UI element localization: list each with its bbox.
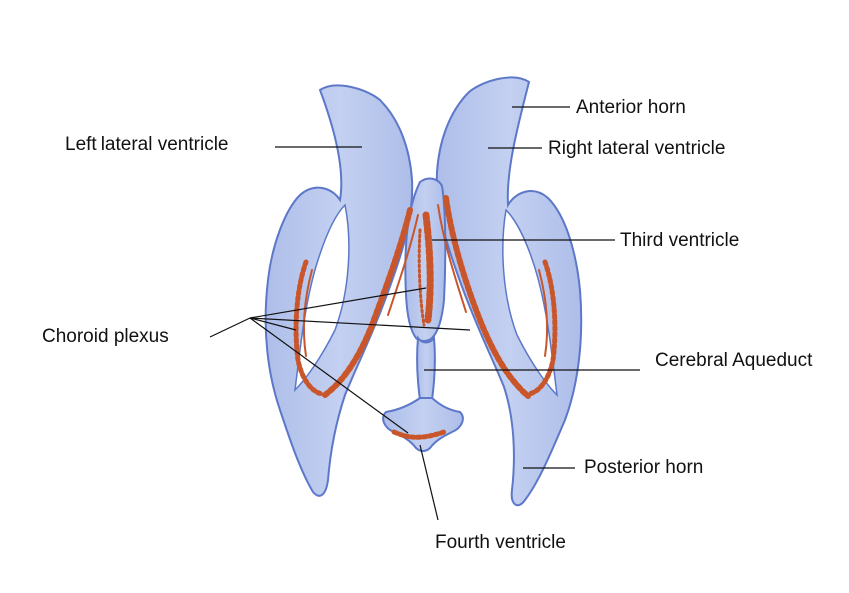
- leader-lines: [209, 106, 640, 521]
- fourth-ventricle-shape: [382, 397, 464, 452]
- third-ventricle-shape: [404, 177, 447, 342]
- label-choroid-plexus: Choroid plexus: [42, 326, 169, 347]
- label-anterior-horn: Anterior horn: [576, 97, 686, 118]
- cerebral-aqueduct-shape: [416, 335, 436, 401]
- label-posterior-horn: Posterior horn: [584, 457, 704, 478]
- label-left-prefix: Left: [65, 134, 97, 155]
- label-right-lateral-ventricle: Right lateral ventricle: [548, 138, 726, 159]
- right-inferior-gap: [502, 208, 559, 398]
- label-fourth-ventricle: Fourth ventricle: [435, 532, 566, 553]
- left-inferior-gap: [293, 203, 350, 393]
- label-cerebral-aqueduct: Cerebral Aqueduct: [655, 350, 813, 371]
- label-third-ventricle: Third ventricle: [620, 230, 740, 251]
- label-left-lateral: lateral ventricle: [100, 134, 229, 155]
